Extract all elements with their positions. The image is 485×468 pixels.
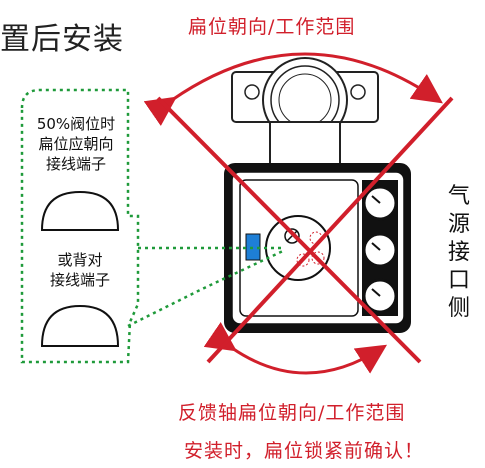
side-label-char-5: 侧: [447, 296, 470, 321]
red-cross-line-b: [206, 96, 454, 364]
callout-line-5: 接线端子: [49, 271, 110, 289]
top-range-arc: [143, 52, 443, 126]
callout-line-2: 扁位应朝向: [38, 135, 114, 153]
page-title: 置后安装: [0, 22, 124, 57]
d-shape-facing: [40, 190, 120, 231]
callout-box: [20, 88, 140, 364]
bottom-range-arc: [203, 322, 388, 375]
side-label-char-3: 接: [447, 240, 470, 265]
callout-line-1: 50%阀位时: [36, 115, 116, 133]
pressure-gauges: [362, 185, 398, 314]
red-cross-line-a: [156, 96, 422, 364]
side-label-char-1: 气: [447, 184, 470, 209]
warning-text: 安装时，扁位锁紧前确认！: [184, 440, 425, 462]
callout-line-3: 接线端子: [45, 155, 106, 173]
d-shape-opposite: [40, 304, 120, 347]
housing-cap: [231, 57, 379, 165]
callout-line-4: 或背对: [57, 251, 103, 269]
side-label-char-2: 源: [447, 212, 470, 237]
top-range-caption: 扁位朝向/工作范围: [188, 16, 356, 38]
side-label-char-4: 口: [447, 268, 470, 293]
bottom-range-caption: 反馈轴扁位朝向/工作范围: [178, 402, 406, 424]
